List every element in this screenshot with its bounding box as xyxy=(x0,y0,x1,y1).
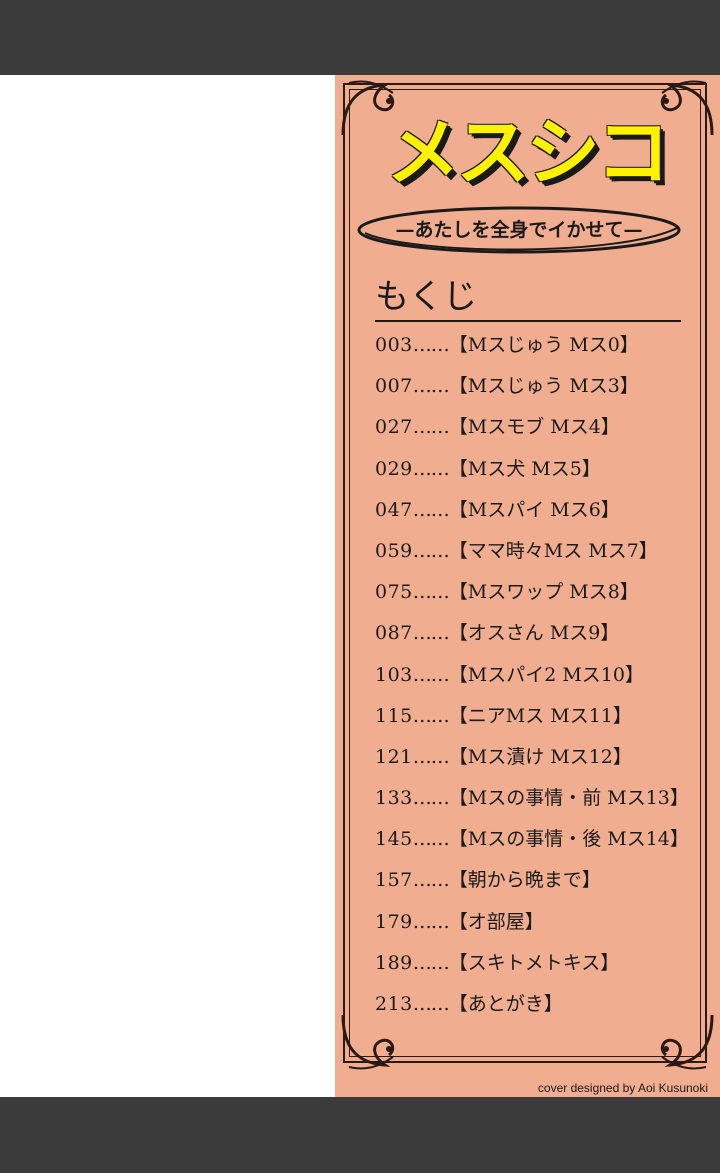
toc-chapter-title: 【Mスワップ Mス8】 xyxy=(448,581,639,604)
toc-page-number: 047 xyxy=(375,498,413,521)
toc-page-number: 059 xyxy=(375,539,413,562)
toc-list: 003……【Mスじゅう Mス0】007……【Mスじゅう Mス3】027……【Mス… xyxy=(375,325,695,1025)
toc-divider xyxy=(375,320,681,322)
border-frame-outer xyxy=(343,83,707,1063)
toc-page-number: 157 xyxy=(375,869,413,892)
cover-page: メスシコ —あたしを全身でイかせて— もくじ 003……【Mスじゅう Mス0】0… xyxy=(335,75,720,1097)
brush-oval-icon xyxy=(357,206,681,254)
subtitle-banner: —あたしを全身でイかせて— xyxy=(353,203,685,257)
toc-chapter-title: 【Mスの事情・後 Mス14】 xyxy=(448,828,689,851)
toc-entry: 213……【あとがき】 xyxy=(375,984,695,1025)
toc-entry: 157……【朝から晩まで】 xyxy=(375,860,695,901)
viewer-bottom-bar xyxy=(0,1097,720,1173)
toc-leader-dots: …… xyxy=(412,993,450,1015)
toc-leader-dots: …… xyxy=(412,951,450,974)
book-subtitle: —あたしを全身でイかせて— xyxy=(395,219,643,241)
toc-entry: 029……【Mス犬 Mス5】 xyxy=(375,449,695,490)
toc-entry: 189……【スキトメトキス】 xyxy=(375,943,695,984)
toc-leader-dots: …… xyxy=(412,704,450,727)
toc-chapter-title: 【オスさん Mス9】 xyxy=(448,622,620,645)
toc-page-number: 115 xyxy=(375,704,413,727)
toc-page-number: 145 xyxy=(375,828,413,851)
toc-entry: 121……【Mス漬け Mス12】 xyxy=(375,737,695,778)
toc-chapter-title: 【スキトメトキス】 xyxy=(448,951,620,974)
viewer-top-bar xyxy=(0,0,720,75)
toc-heading: もくじ xyxy=(375,277,477,317)
toc-leader-dots: …… xyxy=(412,498,450,521)
toc-page-number: 029 xyxy=(375,457,413,480)
toc-leader-dots: …… xyxy=(412,375,450,398)
toc-chapter-title: 【Mスパイ2 Mス10】 xyxy=(448,663,644,686)
toc-chapter-title: 【Mスじゅう Mス3】 xyxy=(448,375,639,398)
toc-page-number: 213 xyxy=(375,993,413,1015)
toc-leader-dots: …… xyxy=(412,581,450,604)
toc-page-number: 087 xyxy=(375,622,413,645)
border-frame-inner xyxy=(349,89,701,1057)
toc-leader-dots: …… xyxy=(412,910,450,933)
toc-entry: 003……【Mスじゅう Mス0】 xyxy=(375,325,695,366)
toc-entry: 027……【Mスモブ Mス4】 xyxy=(375,407,695,448)
toc-page-number: 179 xyxy=(375,910,413,933)
toc-leader-dots: …… xyxy=(412,663,450,686)
toc-chapter-title: 【ママ時々Mス Mス7】 xyxy=(448,539,658,562)
toc-page-number: 027 xyxy=(375,416,413,439)
toc-page-number: 003 xyxy=(375,334,413,356)
toc-leader-dots: …… xyxy=(412,869,450,892)
flourish-ornament-icon xyxy=(341,80,395,136)
toc-leader-dots: …… xyxy=(412,457,450,480)
toc-page-number: 133 xyxy=(375,787,413,810)
toc-leader-dots: …… xyxy=(412,622,450,645)
toc-entry: 087……【オスさん Mス9】 xyxy=(375,613,695,654)
toc-page-number: 007 xyxy=(375,375,413,398)
toc-chapter-title: 【Mスの事情・前 Mス13】 xyxy=(448,787,689,810)
toc-page-number: 121 xyxy=(375,745,413,768)
toc-leader-dots: …… xyxy=(412,828,450,851)
toc-leader-dots: …… xyxy=(412,787,450,810)
book-spread: メスシコ —あたしを全身でイかせて— もくじ 003……【Mスじゅう Mス0】0… xyxy=(0,75,720,1097)
toc-entry: 179……【オ部屋】 xyxy=(375,902,695,943)
toc-chapter-title: 【ニアMス Mス11】 xyxy=(448,704,632,727)
toc-chapter-title: 【Mス漬け Mス12】 xyxy=(448,745,632,768)
toc-page-number: 189 xyxy=(375,951,413,974)
book-title: メスシコ xyxy=(386,110,670,196)
toc-entry: 145……【Mスの事情・後 Mス14】 xyxy=(375,819,695,860)
toc-chapter-title: 【あとがき】 xyxy=(448,993,563,1015)
toc-entry: 007……【Mスじゅう Mス3】 xyxy=(375,366,695,407)
toc-entry: 075……【Mスワップ Mス8】 xyxy=(375,572,695,613)
toc-entry: 059……【ママ時々Mス Mス7】 xyxy=(375,531,695,572)
toc-chapter-title: 【Mスじゅう Mス0】 xyxy=(448,334,639,356)
toc-entry: 133……【Mスの事情・前 Mス13】 xyxy=(375,778,695,819)
toc-entry: 103……【Mスパイ2 Mス10】 xyxy=(375,655,695,696)
toc-chapter-title: 【Mス犬 Mス5】 xyxy=(448,457,601,480)
flourish-ornament-icon xyxy=(660,80,714,136)
toc-page-number: 103 xyxy=(375,663,413,686)
toc-entry: 115……【ニアMス Mス11】 xyxy=(375,696,695,737)
toc-leader-dots: …… xyxy=(412,334,450,356)
toc-chapter-title: 【Mスモブ Mス4】 xyxy=(448,416,620,439)
toc-chapter-title: 【朝から晩まで】 xyxy=(448,869,601,892)
flourish-ornament-icon xyxy=(341,1014,395,1070)
toc-leader-dots: …… xyxy=(412,539,450,562)
toc-leader-dots: …… xyxy=(412,745,450,768)
toc-chapter-title: 【Mスパイ Mス6】 xyxy=(448,498,620,521)
cover-credit: cover designed by Aoi Kusunoki xyxy=(537,1081,708,1095)
toc-entry: 047……【Mスパイ Mス6】 xyxy=(375,490,695,531)
toc-page-number: 075 xyxy=(375,581,413,604)
flourish-ornament-icon xyxy=(660,1014,714,1070)
toc-leader-dots: …… xyxy=(412,416,450,439)
toc-chapter-title: 【オ部屋】 xyxy=(448,910,544,933)
